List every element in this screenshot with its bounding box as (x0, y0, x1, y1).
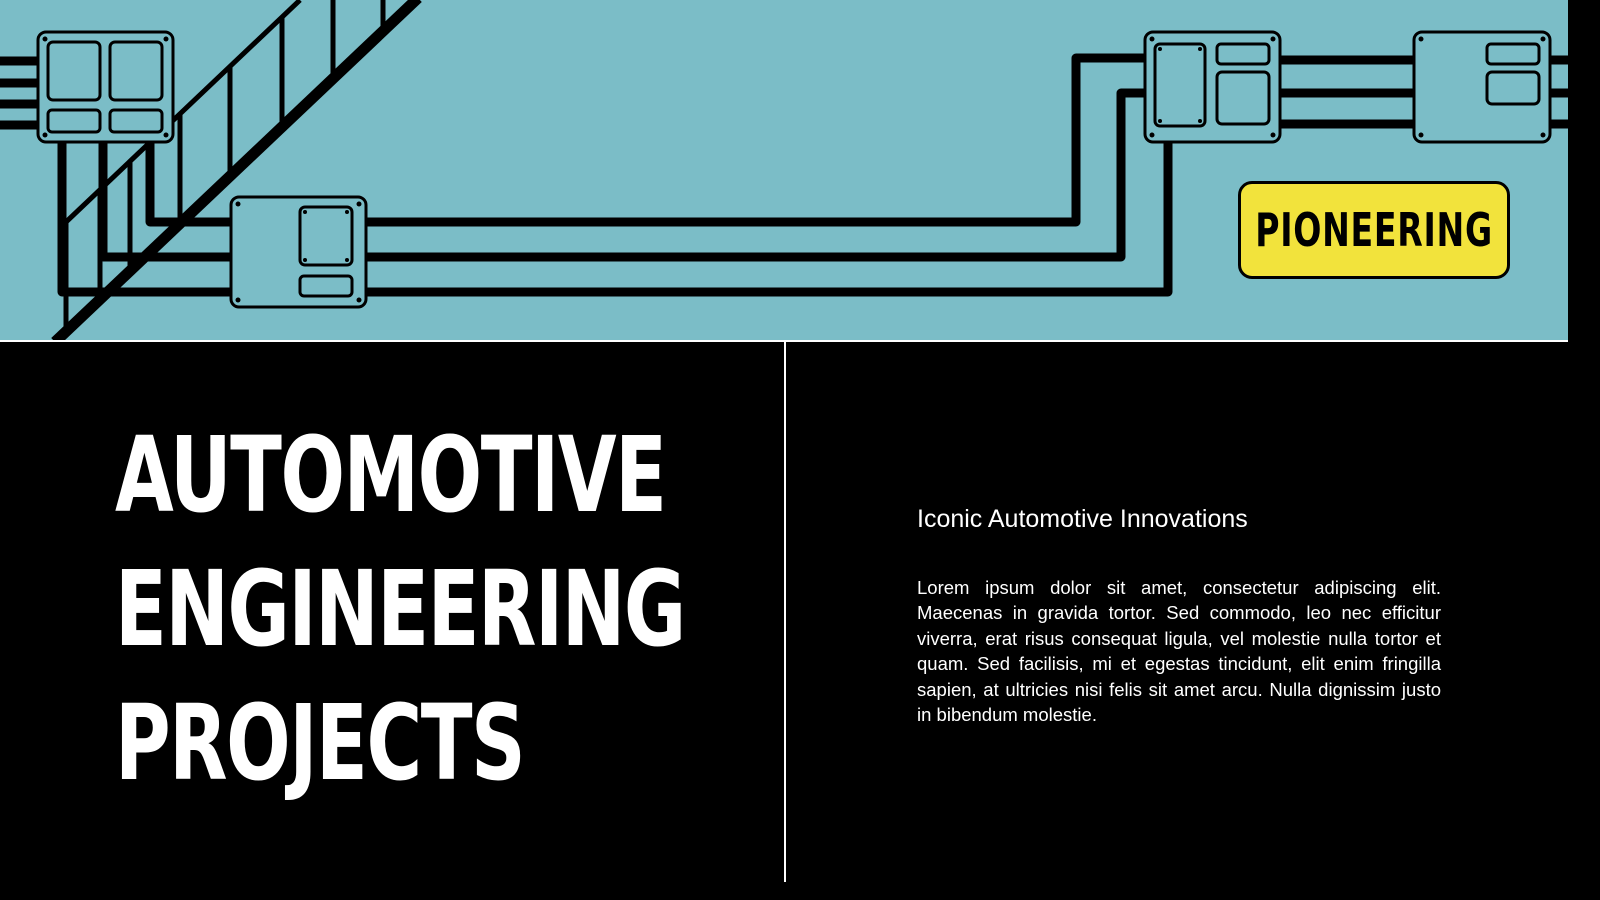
title-line-3: PROJECTS (115, 682, 526, 804)
pipes-and-electrical-boxes-illustration (0, 0, 1568, 340)
vertical-divider (784, 342, 786, 882)
illustration-banner: PIONEERING (0, 0, 1568, 340)
pioneering-badge: PIONEERING (1238, 181, 1510, 279)
body-paragraph: Lorem ipsum dolor sit amet, consectetur … (917, 577, 1441, 726)
badge-label: PIONEERING (1255, 203, 1493, 257)
title-line-2: ENGINEERING (115, 548, 686, 670)
section-subtitle: Iconic Automotive Innovations (917, 505, 1248, 533)
slide: PIONEERING AUTOMOTIVE ENGINEERING PROJEC… (0, 0, 1568, 882)
horizontal-divider (0, 340, 1568, 342)
title-line-1: AUTOMOTIVE (115, 414, 667, 536)
slide-title: AUTOMOTIVE ENGINEERING PROJECTS (115, 408, 686, 810)
